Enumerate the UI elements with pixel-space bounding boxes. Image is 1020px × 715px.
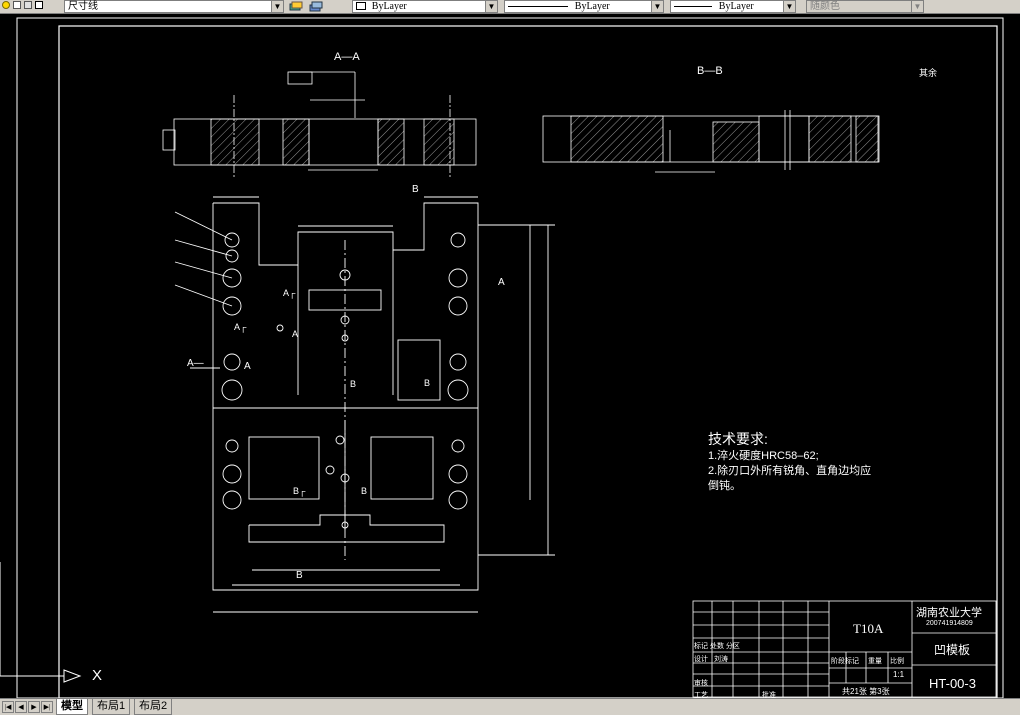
last-tab-icon[interactable]: ▶| [41,701,53,713]
lock-icon[interactable] [24,1,33,9]
drawing-number: HT-00-3 [929,676,976,691]
section-mark-a-inner: A┌ [283,288,296,298]
lineweight-combo-value: ByLayer [718,1,754,12]
part-name: 凹模板 [934,643,971,657]
section-mark-b-top: B [412,184,419,195]
section-bb-view [542,110,880,173]
school-name: 湖南农业大学 [916,607,982,619]
section-mark-b-lower: B┌ [293,486,306,496]
design-label: 设计 [694,656,708,663]
layer-combo-value: 尺寸线 [68,1,98,12]
material-label: T10A [853,621,884,636]
chevron-down-icon: ▼ [911,1,923,12]
section-mark-a-inner-2: A┌ [234,322,247,332]
holes [221,232,469,529]
section-mark-b-inner-2: B [424,378,431,388]
chevron-down-icon[interactable]: ▼ [651,1,663,12]
lineweight-combo[interactable]: ByLayer ▼ [670,0,796,13]
surface-roughness-note: 其余 [919,68,938,78]
first-tab-icon[interactable]: |◀ [2,701,14,713]
layer-combo[interactable]: 尺寸线 ▼ [64,0,284,13]
prev-tab-icon[interactable]: ◀ [15,701,27,713]
drawing-frame [58,25,998,698]
tab-layout1[interactable]: 布局1 [92,699,131,715]
process-label: 工艺 [694,692,708,699]
ucs-x-label: X [92,667,103,684]
section-mark-b-inner: B [350,379,357,389]
tab-model[interactable]: 模型 [56,699,88,715]
scale-label: 比例 [890,658,904,665]
color-swatch-icon [35,1,44,9]
tab-layout2[interactable]: 布局2 [134,699,173,715]
section-mark-b-lower-2: B [361,486,368,496]
next-tab-icon[interactable]: ▶ [28,701,40,713]
section-mark-a-left: A— [187,358,204,369]
weight-label: 重量 [868,658,882,665]
color-swatch-icon [356,2,366,10]
section-bb-label: B—B [697,65,723,77]
layer-state-icons[interactable] [2,0,58,14]
tech-req-item-1: 1.淬火硬度HRC58–62; [708,450,819,462]
lineweight-sample [674,5,712,7]
stage-mark-label: 阶段标记 [831,658,859,665]
title-block-lines [692,600,997,698]
sheet-border [16,17,1004,698]
chevron-down-icon[interactable]: ▼ [271,1,283,12]
color-combo[interactable]: ByLayer ▼ [352,0,498,13]
plotstyle-combo: 随颜色 ▼ [806,0,924,13]
sheet-info: 共21张 第3张 [842,687,890,696]
plotstyle-combo-value: 随颜色 [810,1,840,12]
tech-req-title: 技术要求: [708,431,768,447]
color-combo-value: ByLayer [371,1,407,12]
linetype-combo-value: ByLayer [574,1,610,12]
plan-view [174,196,555,613]
tech-req-item-2: 2.除刃口外所有锐角、直角边均应 [708,465,872,477]
scale-value: 1:1 [893,670,905,679]
section-aa-label: A—A [334,51,360,63]
layout-tab-bar: |◀ ◀ ▶ ▶| 模型 布局1 布局2 [0,698,1020,715]
linetype-combo[interactable]: ByLayer ▼ [504,0,664,13]
ucs-icon [0,562,82,683]
lightbulb-icon[interactable] [2,1,10,9]
layer-previous-icon[interactable] [308,0,324,14]
chevron-down-icon[interactable]: ▼ [783,1,795,12]
section-mark-b-bottom: B [296,570,303,581]
sun-icon[interactable] [13,1,22,9]
revision-label: 标记 处数 分区 [694,643,740,650]
drawing-canvas[interactable]: A—A B—B 其余 B A— A A A┌ A┌ A B B B┌ B B 技… [0,14,1020,699]
section-mark-a-left-2: A [244,361,251,372]
tech-req-item-3: 倒钝。 [708,480,741,492]
designer-name: 刘涛 [714,656,728,663]
student-id: 200741914809 [926,620,973,627]
cad-drawing [0,17,1004,698]
section-mark-a-right: A [498,277,505,288]
review-label: 审核 [694,680,708,687]
approve-label: 批准 [762,692,776,699]
section-aa-view [162,71,477,178]
linetype-sample [508,5,568,7]
properties-toolbar: 尺寸线 ▼ ByLayer ▼ ByLayer ▼ ByLayer ▼ 随颜色 … [0,0,1020,14]
make-layer-current-icon[interactable] [288,0,304,14]
section-mark-a-inner-3: A [292,329,299,339]
chevron-down-icon[interactable]: ▼ [485,1,497,12]
